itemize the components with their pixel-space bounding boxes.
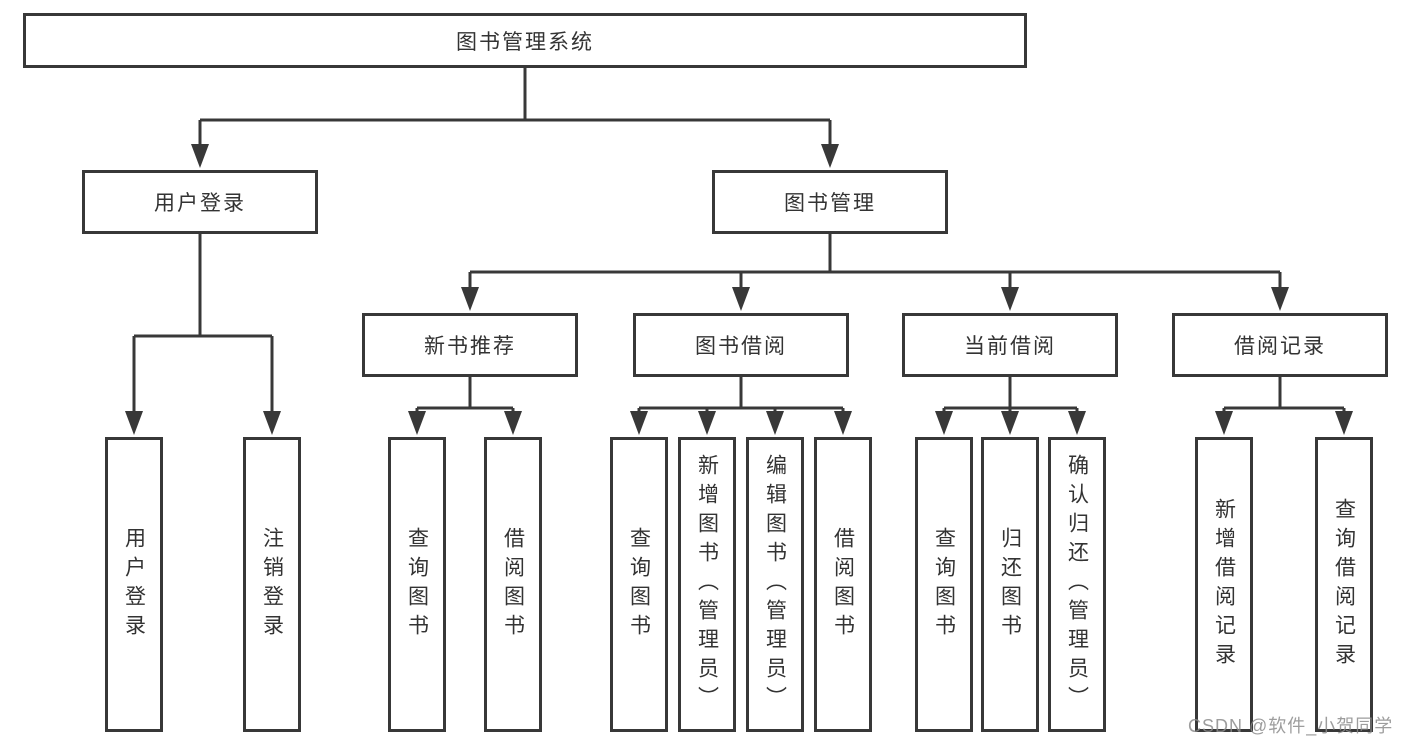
node-leaf-confirm-return-admin-label: 确认归还（管理员） bbox=[1065, 454, 1089, 715]
node-library-system: 图书管理系统 bbox=[23, 13, 1027, 68]
node-book-management: 图书管理 bbox=[712, 170, 948, 234]
node-leaf-query-borrow-record-label: 查询借阅记录 bbox=[1332, 497, 1356, 672]
node-leaf-add-borrow-record: 新增借阅记录 bbox=[1195, 437, 1253, 732]
node-leaf-query-book-1-label: 查询图书 bbox=[405, 526, 429, 643]
node-leaf-edit-book-admin-label: 编辑图书（管理员） bbox=[763, 454, 787, 715]
node-leaf-logout-label: 注销登录 bbox=[260, 526, 284, 643]
node-new-book-recommend: 新书推荐 bbox=[362, 313, 578, 377]
node-leaf-add-borrow-record-label: 新增借阅记录 bbox=[1212, 497, 1236, 672]
connector-arrows bbox=[125, 120, 1353, 435]
node-leaf-user-login: 用户登录 bbox=[105, 437, 163, 732]
node-leaf-add-book-admin-label: 新增图书（管理员） bbox=[695, 454, 719, 715]
node-leaf-confirm-return-admin: 确认归还（管理员） bbox=[1048, 437, 1106, 732]
node-leaf-query-borrow-record: 查询借阅记录 bbox=[1315, 437, 1373, 732]
node-book-borrow: 图书借阅 bbox=[633, 313, 849, 377]
node-leaf-borrow-book-1: 借阅图书 bbox=[484, 437, 542, 732]
node-leaf-borrow-book-1-label: 借阅图书 bbox=[501, 526, 525, 643]
node-leaf-return-book-label: 归还图书 bbox=[998, 526, 1022, 643]
node-leaf-query-book-3-label: 查询图书 bbox=[932, 526, 956, 643]
node-leaf-query-book-1: 查询图书 bbox=[388, 437, 446, 732]
node-leaf-borrow-book-2-label: 借阅图书 bbox=[831, 526, 855, 643]
node-leaf-query-book-2: 查询图书 bbox=[610, 437, 668, 732]
node-leaf-add-book-admin: 新增图书（管理员） bbox=[678, 437, 736, 732]
node-user-login: 用户登录 bbox=[82, 170, 318, 234]
node-borrow-records: 借阅记录 bbox=[1172, 313, 1388, 377]
node-leaf-query-book-2-label: 查询图书 bbox=[627, 526, 651, 643]
node-leaf-borrow-book-2: 借阅图书 bbox=[814, 437, 872, 732]
node-current-borrow: 当前借阅 bbox=[902, 313, 1118, 377]
node-leaf-return-book: 归还图书 bbox=[981, 437, 1039, 732]
node-leaf-query-book-3: 查询图书 bbox=[915, 437, 973, 732]
node-leaf-logout: 注销登录 bbox=[243, 437, 301, 732]
node-leaf-edit-book-admin: 编辑图书（管理员） bbox=[746, 437, 804, 732]
connector-rails bbox=[134, 68, 1344, 410]
node-leaf-user-login-label: 用户登录 bbox=[122, 526, 146, 643]
